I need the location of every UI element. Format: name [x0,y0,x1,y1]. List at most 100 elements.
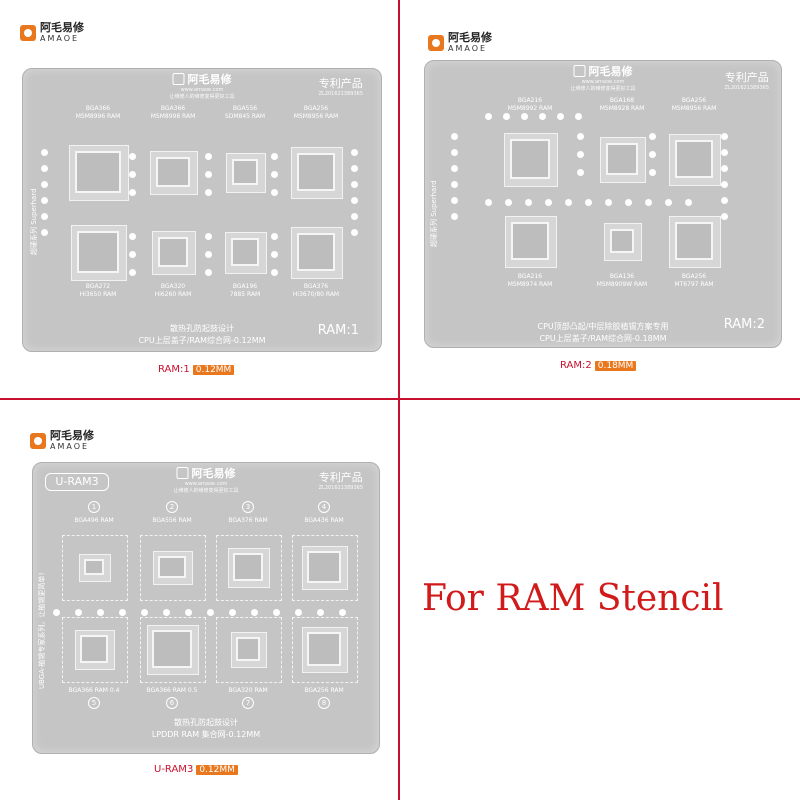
caption-name: RAM:1 [158,364,190,375]
vent-hole [129,269,136,276]
patent-mark: 专利产品 ZL201621389365 [725,69,769,91]
chip-label: BGA376 RAM [228,517,268,524]
logo-en-text: AMAOE [40,34,80,43]
chip-model: MSM8996 RAM [75,113,121,120]
chip-outline [140,617,206,683]
vent-hole [505,199,512,206]
chip-package: BGA216 [517,97,543,104]
vent-hole [521,113,528,120]
main-caption: For RAM Stencil [422,578,724,619]
vent-hole [721,213,728,220]
chip-package: BGA256 [681,97,707,104]
chip-number: 5 [88,697,100,709]
chip-model: SDM845 RAM [224,113,266,120]
chip-package: BGA216 [517,273,543,280]
vent-hole [41,197,48,204]
vent-hole [577,169,584,176]
vent-hole [129,153,136,160]
vent-hole [645,199,652,206]
logo-cn-text: 阿毛易修 [40,21,84,34]
vent-hole [205,171,212,178]
side-text: 超硬系列 Superhard [430,180,438,247]
vent-hole [577,151,584,158]
brand-website: www.amaoe.com [581,79,625,85]
vent-hole [163,609,170,616]
chip-number: 4 [318,501,330,513]
chip-model: MT6797 RAM [674,281,714,288]
vent-hole [351,181,358,188]
vent-hole [119,609,126,616]
chip-package: BGA556 [232,105,258,112]
patent-text: 专利产品 [318,77,363,90]
chip-model: 7885 RAM [229,291,261,298]
vent-hole [41,165,48,172]
amaoe-logo: 阿毛易修 AMAOE [30,430,94,451]
vent-hole [205,233,212,240]
ball-grid [158,556,186,578]
vent-hole [451,213,458,220]
brand-website: www.amaoe.com [180,87,224,93]
caption-thickness: 0.18MM [594,360,637,371]
vent-hole [649,169,656,176]
brand-slogan: 让维修人的维修变得更好工具 [173,488,239,494]
vent-hole [185,609,192,616]
vent-hole [545,199,552,206]
vent-hole [577,133,584,140]
vent-hole [205,269,212,276]
vent-hole [575,113,582,120]
horizontal-divider [0,398,800,400]
vent-hole [41,181,48,188]
chip-number: 6 [166,697,178,709]
vent-hole [351,165,358,172]
logo-cn-text: 阿毛易修 [448,31,492,44]
brand-mark-icon [172,73,185,85]
chip-model: MSM8998 RAM [150,113,196,120]
ball-grid [307,632,341,666]
chip-model: Hi3670/80 RAM [292,291,340,298]
vent-hole [97,609,104,616]
brand-website: www.amaoe.com [184,481,228,487]
patent-mark: 专利产品 ZL201621389365 [319,469,363,491]
vent-hole [721,197,728,204]
ball-grid [232,159,258,185]
chip-package: BGA256 [681,273,707,280]
brand-slogan: 让维修人的维修变得更好工具 [169,94,235,100]
vent-hole [229,609,236,616]
amaoe-logo-icon [428,34,444,51]
stencil-footer-line2: CPU上层盖子/RAM综合网-0.18MM [539,334,667,343]
chip-package: BGA256 [303,105,329,112]
chip-outline [62,617,128,683]
ball-grid [156,157,190,187]
chip-outline [140,535,206,601]
vent-hole [271,233,278,240]
vent-hole [721,149,728,156]
ram2-caption: RAM:2 0.18MM [560,360,637,371]
patent-mark: 专利产品 ZL201621389365 [319,75,363,97]
stencil-footer-line2: LPDDR RAM 集合网-0.12MM [151,730,261,739]
vent-hole [625,199,632,206]
stencil-footer-line1: 散热孔防起鼓设计 [174,718,238,727]
chip-model: MSM8992 RAM [507,105,553,112]
chip-number: 2 [166,501,178,513]
patent-number: ZL201621389365 [318,485,363,491]
stencil-brand: 阿毛易修 www.amaoe.com 让维修人的维修变得更好工具 [169,71,235,100]
patent-text: 专利产品 [318,471,363,484]
amaoe-logo-icon [30,432,46,449]
vent-hole [251,609,258,616]
patent-number: ZL201621389365 [724,85,769,91]
vent-hole [205,153,212,160]
vent-hole [485,199,492,206]
vent-hole [271,153,278,160]
vent-hole [585,199,592,206]
chip-package: BGA136 [609,273,635,280]
vent-hole [271,251,278,258]
vent-hole [451,149,458,156]
ball-grid [231,238,259,266]
